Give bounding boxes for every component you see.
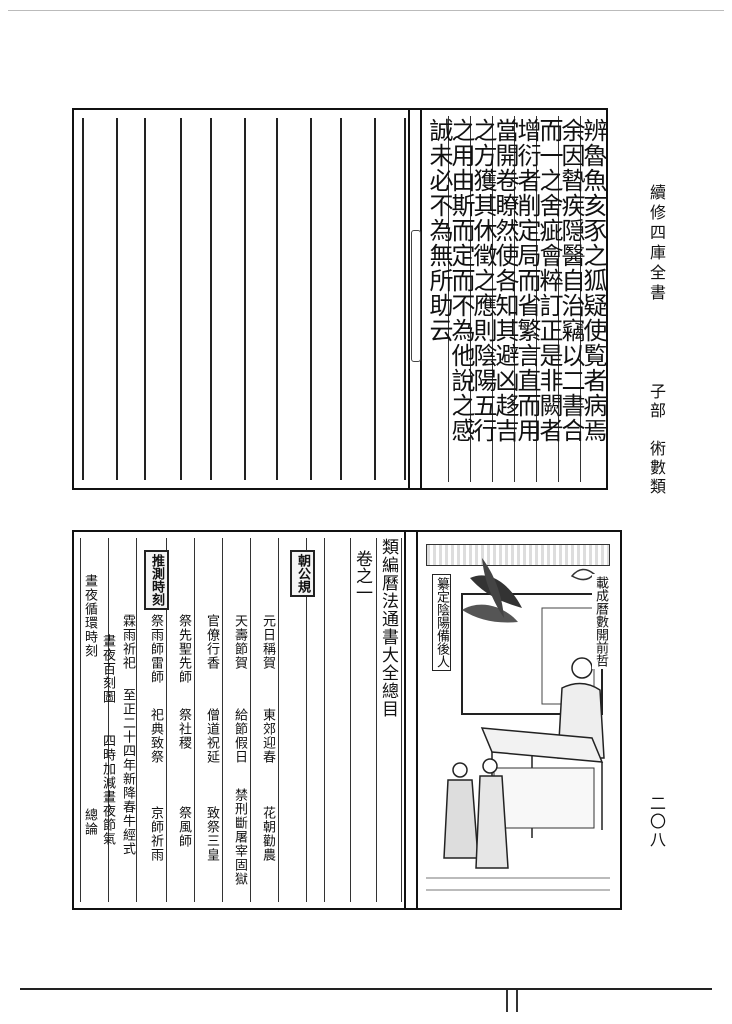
preface-column: 辨魯魚亥豕之狐疑使覧者病焉 bbox=[579, 118, 607, 443]
fishtail-mark bbox=[411, 230, 421, 362]
bottom-rule bbox=[20, 988, 712, 990]
catalog-heading: 類編曆法通書大全總目 卷之一 bbox=[324, 538, 402, 902]
preface-column: 誠未必不為無所助云 bbox=[425, 118, 453, 343]
preface-column: 增衍者削定局而省繁言直而用 bbox=[513, 118, 541, 443]
table-entry: 僧道祝延 bbox=[204, 708, 219, 764]
preface-column: 余因暬疾隠醫自治竊以二書合 bbox=[557, 118, 585, 443]
book-title: 續修四庫全書 bbox=[647, 184, 666, 304]
table-entry: 元日稱賀 bbox=[260, 614, 275, 670]
upper-page-frame: 辨魯魚亥豕之狐疑使覧者病焉 余因暬疾隠醫自治竊以二書合 而一之舍疵會粹訂正是非闕… bbox=[72, 108, 608, 490]
table-entry: 東郊迎春 bbox=[260, 708, 275, 764]
preface-text: 辨魯魚亥豕之狐疑使覧者病焉 余因暬疾隠醫自治竊以二書合 而一之舍疵會粹訂正是非闕… bbox=[425, 116, 607, 482]
preface-column: 之方獲其休徵之應則陰陽五行 bbox=[469, 118, 497, 443]
catalog-title: 類編曆法通書大全總目 bbox=[378, 538, 398, 718]
table-entry: 祭先聖先師 bbox=[176, 614, 191, 684]
woodblock-illustration: 纂定陰陽備後人 載成曆數開前哲 bbox=[422, 538, 614, 902]
preface-column: 而一之舍疵會粹訂正是非闕者 bbox=[535, 118, 563, 443]
blank-ruled-half bbox=[82, 118, 406, 480]
illustration-banner bbox=[426, 544, 610, 566]
preface-column: 當開卷瞭然使各知其避凶趍吉 bbox=[491, 118, 519, 443]
table-entry: 祀典致祭 bbox=[148, 708, 163, 764]
table-entry: 祭風師 bbox=[176, 806, 191, 848]
table-entry: 至正二十四年新降春牛經式 bbox=[120, 688, 135, 856]
lower-page-frame: 朝公規 推測時刻 元日稱賀 東郊迎春 花朝勸農 天壽節賀 給節假日 禁刑斷屠宰固… bbox=[72, 530, 622, 910]
section-header-court: 朝公規 bbox=[290, 550, 315, 597]
table-entry: 禁刑斷屠宰固獄 bbox=[232, 788, 247, 886]
fold-center-column bbox=[408, 110, 422, 488]
binding-spine-mark bbox=[506, 990, 518, 1012]
table-entry: 官僚行香 bbox=[204, 614, 219, 670]
table-entry: 祭社稷 bbox=[176, 708, 191, 750]
table-entry: 給節假日 bbox=[232, 708, 247, 764]
table-entry: 祭雨師雷師 bbox=[148, 614, 163, 684]
table-entry: 晝夜循環時刻 bbox=[82, 574, 97, 658]
table-entry: 天壽節賀 bbox=[232, 614, 247, 670]
volume-label: 卷之一 bbox=[352, 550, 372, 601]
page-number: 二〇八 bbox=[647, 795, 666, 849]
section-label: 子部 術數類 bbox=[647, 383, 666, 497]
table-entry: 總論 bbox=[82, 808, 97, 836]
table-entry: 晝夜百刻圖 bbox=[100, 634, 115, 704]
preface-column: 之用由斯而定而不為他說之感 bbox=[447, 118, 475, 443]
table-entry: 花朝勸農 bbox=[260, 806, 275, 862]
contents-table: 朝公規 推測時刻 元日稱賀 東郊迎春 花朝勸農 天壽節賀 給節假日 禁刑斷屠宰固… bbox=[80, 538, 320, 902]
top-rule bbox=[8, 10, 724, 11]
fold-center-column bbox=[404, 532, 418, 908]
table-entry: 四時加減晝夜節氣 bbox=[100, 734, 115, 846]
illustration-caption-left: 纂定陰陽備後人 bbox=[432, 574, 451, 671]
table-entry: 霖雨祈祀 bbox=[120, 614, 135, 670]
section-header-hours: 推測時刻 bbox=[144, 550, 169, 610]
table-entry: 致祭三皇 bbox=[204, 806, 219, 862]
illustration-caption-right: 載成曆數開前哲 bbox=[592, 574, 609, 669]
table-entry: 京師祈雨 bbox=[148, 806, 163, 862]
